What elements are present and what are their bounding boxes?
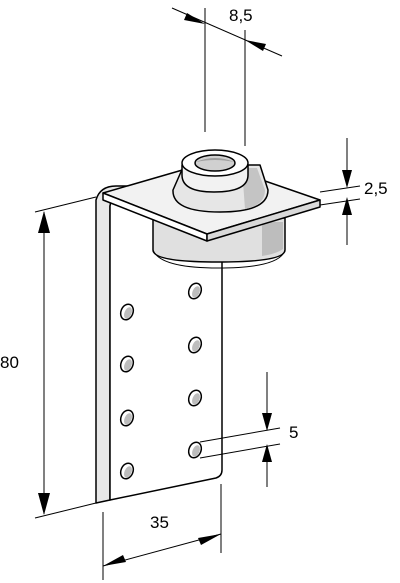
hole: [187, 389, 203, 407]
hole: [187, 336, 203, 354]
extension-line: [199, 427, 281, 443]
dimension-label-spacing: 5: [289, 423, 298, 442]
top-boss: [172, 149, 269, 213]
dim-hole-spacing: 5: [199, 372, 298, 487]
mounting-holes: [119, 282, 203, 480]
arrowhead: [198, 534, 221, 545]
dimension-label-height: 80: [0, 353, 19, 372]
hole: [119, 462, 135, 480]
arrowhead: [262, 413, 272, 431]
dim-bore: 8,5: [171, 6, 283, 146]
arrowhead: [342, 170, 352, 188]
arrowhead: [262, 444, 272, 462]
dimension-label-thickness: 2,5: [364, 179, 388, 198]
arrowhead: [245, 40, 266, 51]
extension-line: [34, 502, 97, 519]
hole: [119, 355, 135, 373]
arrowhead: [38, 211, 50, 233]
arrowhead: [342, 197, 352, 215]
extension-line: [319, 198, 361, 206]
dimension-label-width: 35: [150, 513, 169, 532]
dim-width: 35: [102, 484, 222, 580]
bushing-rim: [152, 249, 286, 269]
dim-thickness: 2,5: [319, 138, 388, 245]
dim-height: 80: [0, 196, 97, 519]
extension-line: [34, 196, 97, 213]
hole: [119, 303, 135, 321]
hole: [119, 409, 135, 427]
arrowhead: [103, 555, 126, 566]
bore-hole: [194, 154, 236, 172]
hole: [187, 441, 203, 459]
arrowhead: [38, 493, 50, 515]
extension-line: [319, 185, 361, 193]
arrowhead: [184, 13, 205, 24]
dimension-label-bore: 8,5: [229, 6, 253, 25]
hole: [187, 282, 203, 300]
plate-edge-right: [206, 199, 321, 242]
